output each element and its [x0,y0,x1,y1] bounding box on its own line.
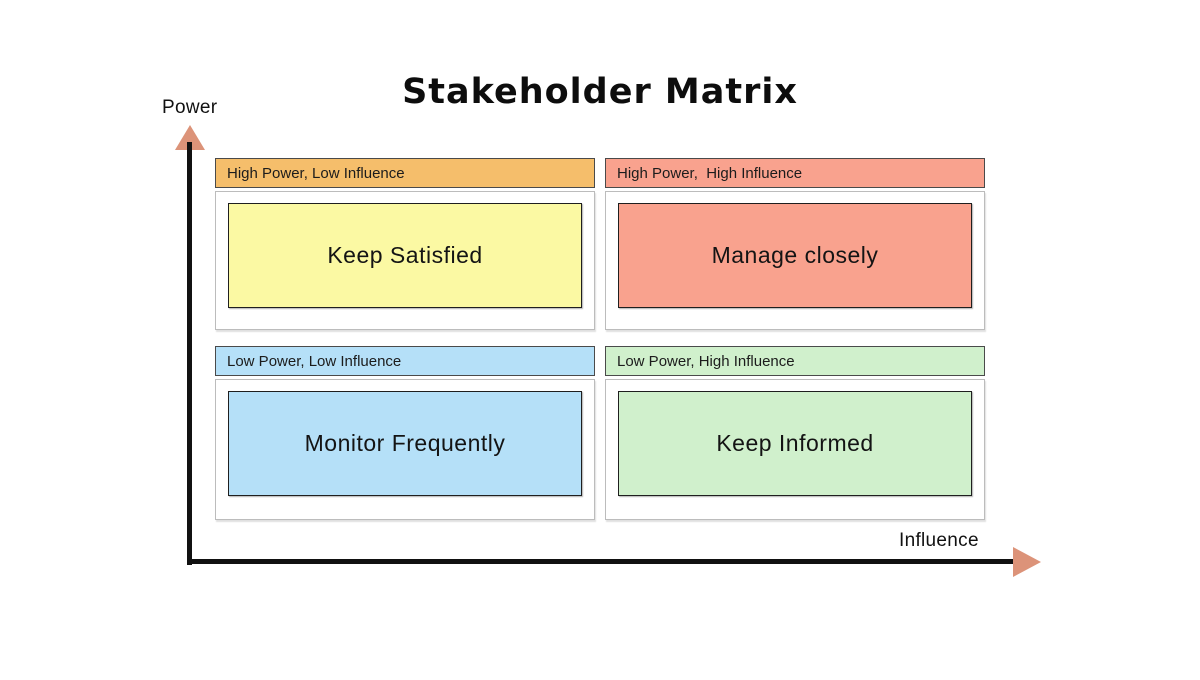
quadrant-box-label: Keep Satisfied [327,242,483,268]
right-arrow-icon [1013,547,1041,577]
quadrant-box: Manage closely [618,203,972,308]
quadrant-box: Keep Satisfied [228,203,582,308]
quadrant-body: Monitor Frequently [215,379,595,520]
quadrant-box-label: Manage closely [711,242,879,268]
quadrant-body: Keep Informed [605,379,985,520]
page-title: Stakeholder Matrix [402,72,798,112]
quadrant-body: Keep Satisfied [215,191,595,330]
quadrant-header-label: High Power, Low Influence [227,164,405,182]
quadrant-header: Low Power, High Influence [605,346,985,376]
influence-axis-label: Influence [899,530,979,551]
quadrant-low-power-high-influence: Low Power, High Influence Keep Informed [605,346,985,520]
quadrant-header-label: Low Power, Low Influence [227,352,402,370]
quadrant-header: High Power, Low Influence [215,158,595,188]
quadrant-high-power-low-influence: High Power, Low Influence Keep Satisfied [215,158,595,330]
x-axis-line [187,559,1015,564]
y-axis-line [187,142,192,565]
quadrant-header: High Power, High Influence [605,158,985,188]
quadrant-box: Keep Informed [618,391,972,496]
quadrant-low-power-low-influence: Low Power, Low Influence Monitor Frequen… [215,346,595,520]
power-axis-label: Power [162,97,218,118]
quadrant-header: Low Power, Low Influence [215,346,595,376]
quadrant-header-label: Low Power, High Influence [617,352,795,370]
quadrant-box: Monitor Frequently [228,391,582,496]
quadrant-high-power-high-influence: High Power, High Influence Manage closel… [605,158,985,330]
quadrant-box-label: Monitor Frequently [304,430,506,456]
quadrant-header-label: High Power, High Influence [617,164,803,182]
quadrant-box-label: Keep Informed [716,430,874,456]
quadrant-body: Manage closely [605,191,985,330]
